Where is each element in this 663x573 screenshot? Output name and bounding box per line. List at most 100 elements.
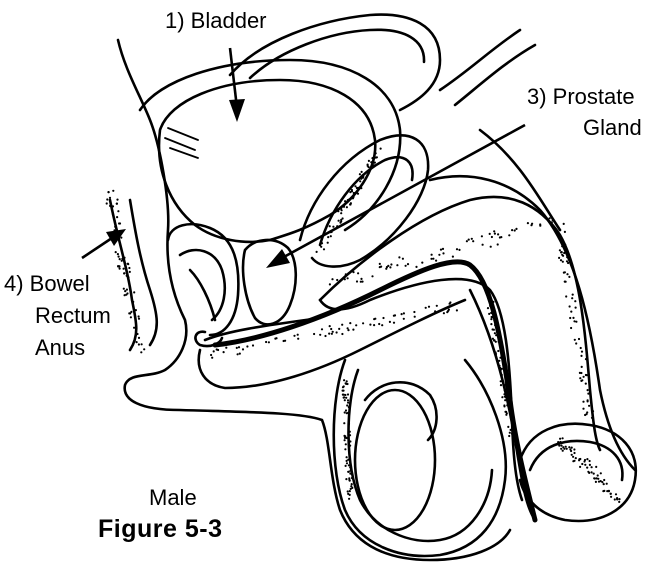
stipple-dot	[571, 454, 573, 456]
stipple-dot	[491, 316, 493, 318]
stipple-dot	[573, 320, 575, 322]
stipple-dot	[344, 411, 346, 413]
stipple-dot	[566, 448, 568, 450]
stipple-dot	[345, 397, 347, 399]
stipple-dot	[368, 166, 370, 168]
stipple-dot	[489, 298, 491, 300]
stipple-dot	[618, 498, 620, 500]
stipple-dot	[382, 317, 384, 319]
bladder-wall-outer	[140, 60, 400, 230]
stipple-dot	[387, 265, 389, 267]
stipple-dot	[373, 157, 375, 159]
stipple-dot	[379, 263, 381, 265]
stipple-dot	[347, 459, 349, 461]
stipple-dot	[415, 266, 417, 268]
stipple-dot	[210, 354, 212, 356]
stipple-dot	[349, 445, 351, 447]
stipple-dot	[346, 206, 348, 208]
stipple-dot	[340, 208, 342, 210]
stipple-dot	[348, 498, 350, 500]
stipple-dot	[618, 501, 620, 503]
stipple-dot	[403, 312, 405, 314]
label-bowel-line1: 4) Bowel	[4, 271, 90, 296]
stipple-dot	[493, 230, 495, 232]
stipple-dot	[143, 348, 145, 350]
stipple-dot	[560, 441, 562, 443]
stipple-dot	[344, 448, 346, 450]
stipple-dot	[237, 353, 239, 355]
stipple-dot	[319, 334, 321, 336]
stipple-dot	[549, 217, 551, 219]
stipple-dot	[348, 412, 350, 414]
stipple-dot	[489, 233, 491, 235]
stipple-dot	[569, 448, 571, 450]
label-bowel-line3: Anus	[35, 335, 85, 360]
stipple-dot	[349, 431, 351, 433]
stipple-dot	[435, 260, 437, 262]
stipple-dot	[583, 376, 585, 378]
stipple-dot	[565, 281, 567, 283]
stipple-dot	[402, 258, 404, 260]
stipple-dot	[135, 309, 137, 311]
stipple-dot	[586, 467, 588, 469]
stipple-dot	[337, 210, 339, 212]
stipple-dot	[431, 254, 433, 256]
stipple-dot	[349, 456, 351, 458]
stipple-dot	[389, 266, 391, 268]
stipple-dot	[344, 278, 346, 280]
stipple-dot	[389, 321, 391, 323]
stipple-dot	[488, 313, 490, 315]
label-prostate-line2: Gland	[583, 115, 642, 140]
stipple-dot	[354, 185, 356, 187]
stipple-dot	[428, 306, 430, 308]
stipple-dot	[336, 279, 338, 281]
stipple-dot	[350, 488, 352, 490]
stipple-dot	[345, 382, 347, 384]
stipple-dot	[117, 253, 119, 255]
stipple-dot	[556, 231, 558, 233]
stipple-dot	[487, 307, 489, 309]
stipple-dot	[112, 214, 114, 216]
stipple-dot	[434, 310, 436, 312]
stipple-dot	[316, 251, 318, 253]
stipple-dot	[558, 257, 560, 259]
stipple-dot	[558, 445, 560, 447]
stipple-dot	[348, 471, 350, 473]
stipple-dot	[348, 406, 350, 408]
stipple-dot	[106, 198, 108, 200]
stipple-dot	[343, 379, 345, 381]
stipple-dot	[591, 417, 593, 419]
stipple-dot	[589, 460, 591, 462]
stipple-dot	[360, 187, 362, 189]
stipple-dot	[329, 225, 331, 227]
stipple-dot	[603, 490, 605, 492]
stipple-dot	[331, 333, 333, 335]
stipple-dot	[569, 305, 571, 307]
stipple-dot	[597, 478, 599, 480]
stipple-dot	[574, 339, 576, 341]
stipple-dot	[492, 301, 494, 303]
stipple-dot	[510, 415, 512, 417]
glans	[520, 424, 636, 521]
stipple-dot	[581, 463, 583, 465]
stipple-dot	[508, 435, 510, 437]
stipple-dot	[504, 399, 506, 401]
label-bladder: 1) Bladder	[165, 8, 267, 33]
stipple-dot	[349, 191, 351, 193]
stipple-dot	[413, 311, 415, 313]
stipple-dot	[456, 309, 458, 311]
stipple-dot	[135, 327, 137, 329]
stipple-dot	[495, 353, 497, 355]
stipple-dot	[112, 205, 114, 207]
seminal-vesicle-inner	[320, 157, 413, 245]
stipple-dot	[498, 360, 500, 362]
stipple-dot	[121, 260, 123, 262]
stipple-dot	[265, 341, 267, 343]
stipple-dot	[514, 229, 516, 231]
stipple-dot	[125, 294, 127, 296]
stipple-dot	[324, 335, 326, 337]
stipple-dot	[492, 338, 494, 340]
stipple-dot	[582, 408, 584, 410]
stipple-dot	[490, 246, 492, 248]
stipple-dot	[360, 281, 362, 283]
